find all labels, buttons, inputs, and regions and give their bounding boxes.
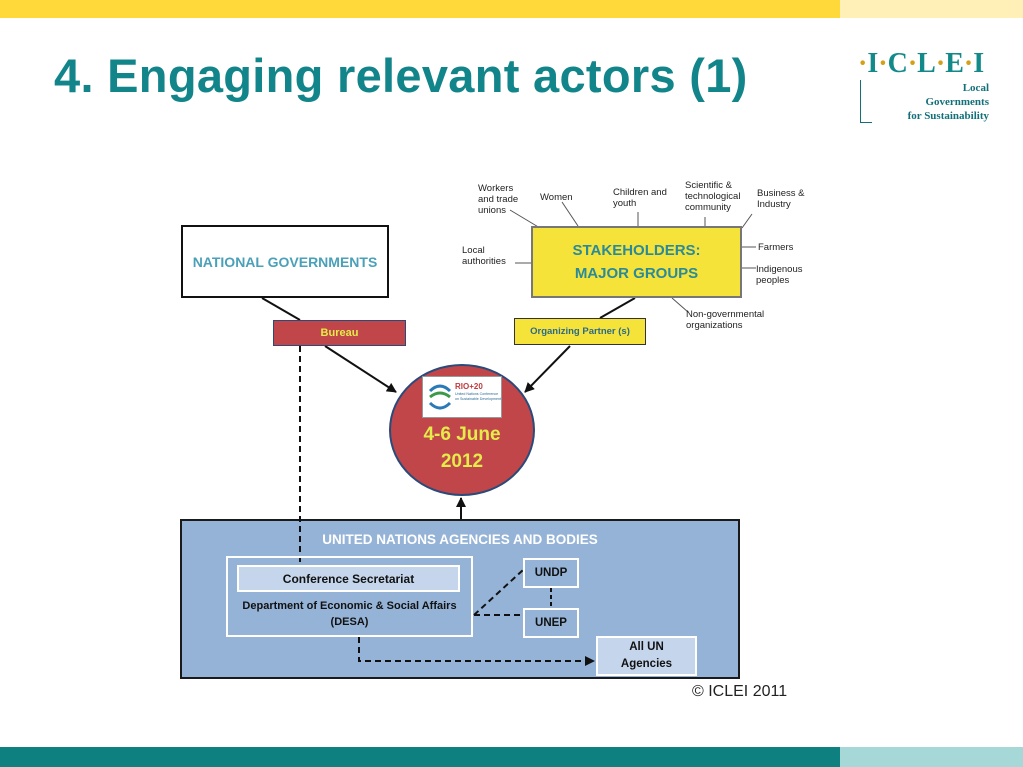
un-agencies-title: UNITED NATIONS AGENCIES AND BODIES — [322, 532, 598, 547]
stakeholders-to-partner-line — [599, 297, 636, 319]
copyright-notice: © ICLEI 2011 — [692, 683, 788, 700]
major-group-ngos: Non-governmental organizations — [686, 309, 765, 331]
logo-line-governments: Governments — [925, 96, 989, 108]
rio20-logo: RIO+20 United Nations Conference on Sust… — [422, 376, 502, 418]
national-governments-box: NATIONAL GOVERNMENTS — [181, 225, 389, 298]
slide-title: 4. Engaging relevant actors (1) — [54, 49, 748, 102]
top-accent-bar-light — [840, 0, 1023, 18]
bureau-box: Bureau — [273, 320, 406, 346]
major-group-local-authorities: Local authorities — [462, 245, 506, 267]
logo-line-sustainability: for Sustainability — [907, 110, 989, 122]
logo-rule-horizontal — [860, 122, 872, 123]
gov-to-bureau-line — [261, 297, 301, 321]
partner-to-event-arrow — [524, 345, 571, 393]
major-group-indigenous: Indigenous peoples — [756, 264, 803, 286]
conference-secretariat-box: Conference Secretariat — [237, 565, 460, 592]
iclei-logo: ·I·C·L·E·I — [858, 48, 985, 79]
organizing-partner-box: Organizing Partner (s) — [514, 318, 646, 345]
logo-rule-vertical — [860, 80, 861, 122]
undp-box: UNDP — [523, 558, 579, 588]
event-date-line1: 4-6 June — [423, 424, 501, 445]
desa-outline — [226, 556, 473, 637]
bottom-accent-bar — [0, 747, 840, 767]
logo-line-local: Local — [962, 82, 989, 94]
rio20-logo-subtitle: United Nations Conference on Sustainable… — [455, 392, 501, 401]
major-group-workers: Workers and trade unions — [478, 183, 519, 216]
all-un-agencies-box: All UN Agencies — [596, 636, 697, 676]
desa-to-undp-dashed — [473, 569, 524, 616]
bottom-accent-bar-light — [840, 747, 1023, 767]
major-group-women: Women — [540, 192, 573, 203]
rio20-logo-title: RIO+20 — [455, 382, 483, 391]
desa-to-all-un-dashed — [358, 637, 595, 666]
rio20-emblem-icon — [428, 384, 452, 410]
event-date-line2: 2012 — [440, 451, 484, 472]
top-accent-bar — [0, 0, 840, 18]
major-group-children-youth: Children and youth — [613, 187, 667, 209]
stakeholders-major-groups-box: STAKEHOLDERS: MAJOR GROUPS — [531, 226, 742, 298]
bureau-to-event-arrow — [324, 345, 397, 393]
major-group-business: Business & Industry — [757, 188, 805, 210]
unep-box: UNEP — [523, 608, 579, 638]
major-group-farmers: Farmers — [758, 242, 794, 253]
major-group-scientific: Scientific & technological community — [685, 180, 741, 213]
desa-label: Department of Economic & Social Affairs … — [242, 600, 457, 628]
